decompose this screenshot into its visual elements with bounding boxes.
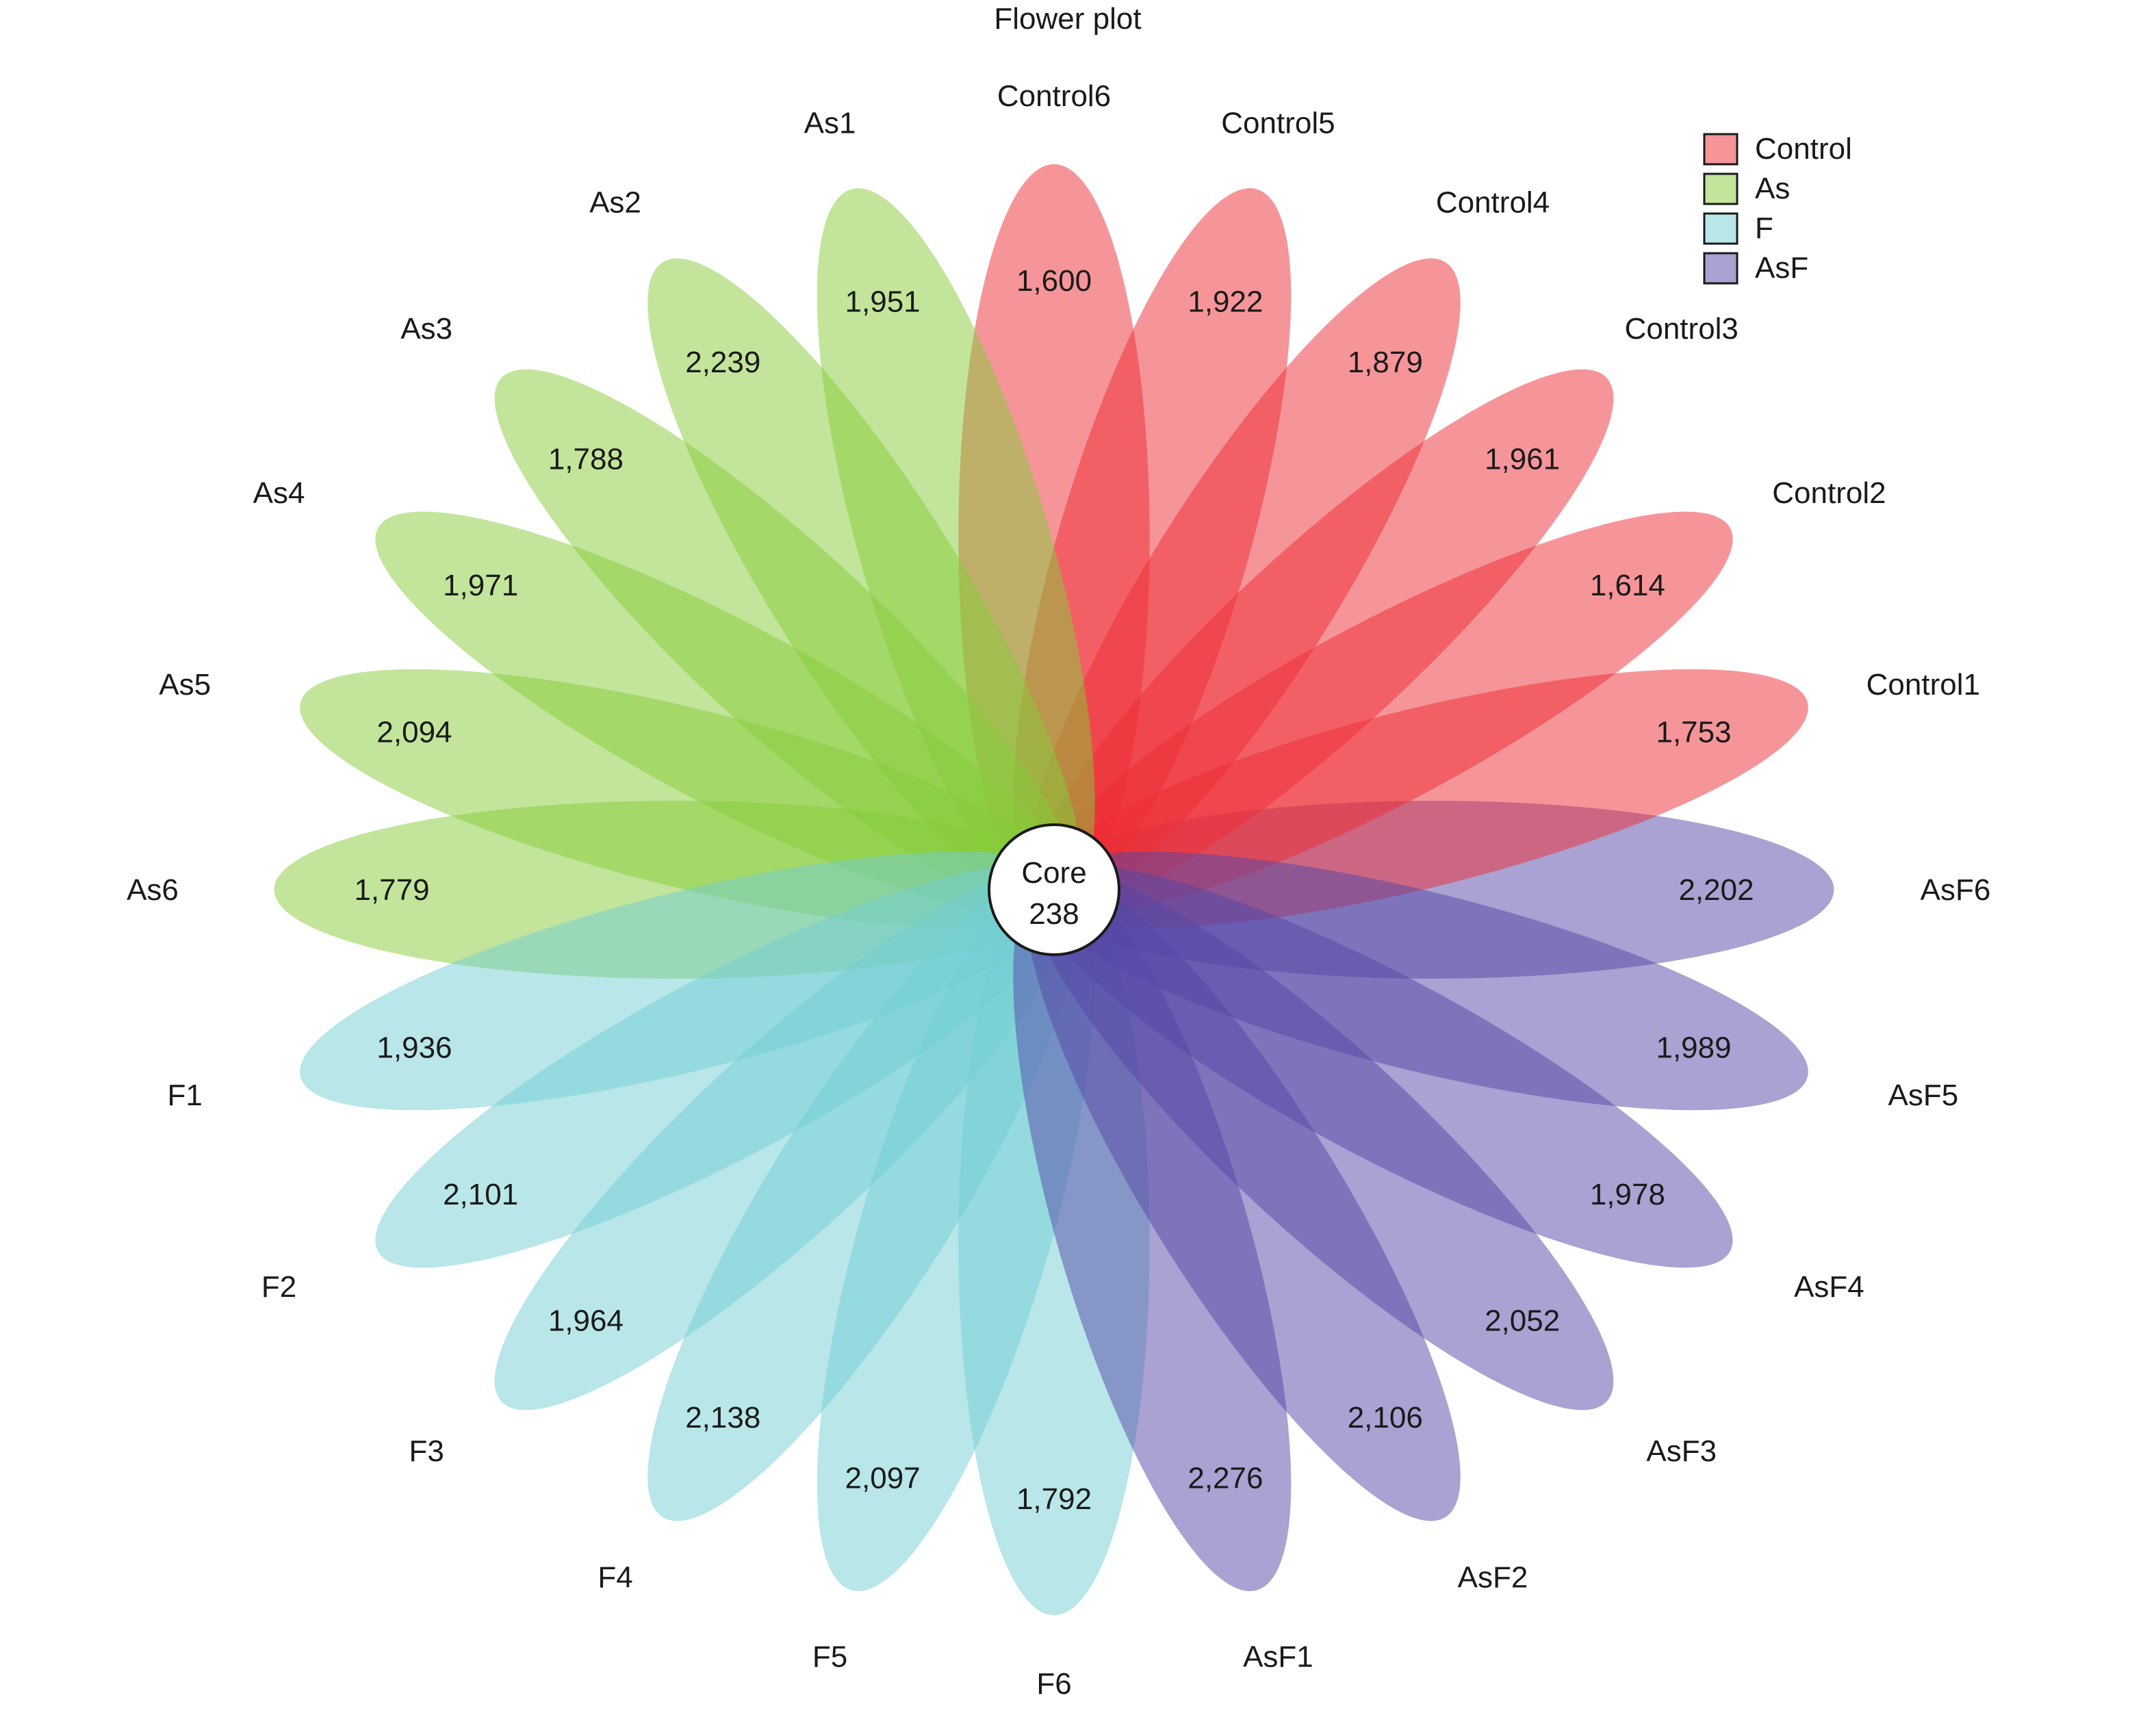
petal-name: AsF3 (1646, 1434, 1717, 1468)
petal-name: AsF2 (1458, 1561, 1528, 1595)
petal-name: F2 (261, 1270, 296, 1304)
petal-name: Control5 (1221, 107, 1335, 140)
petal-name: As1 (804, 107, 856, 140)
petal-value: 2,094 (376, 716, 452, 749)
petal-value: 2,239 (685, 346, 760, 379)
petal-value: 1,989 (1656, 1031, 1731, 1064)
chart-title: Flower plot (994, 2, 1141, 36)
petal-name: Control4 (1436, 185, 1550, 219)
petal-name: As3 (400, 312, 452, 346)
petal-value: 1,961 (1485, 443, 1560, 476)
petal-name: Control3 (1625, 312, 1738, 346)
core-circle: Core 238 (988, 823, 1120, 956)
legend-swatch-asf (1703, 252, 1738, 285)
core-value: 238 (1029, 897, 1079, 931)
petal-name: F4 (598, 1561, 632, 1595)
petal-value: 2,101 (443, 1178, 518, 1211)
petal-name: AsF6 (1921, 873, 1991, 907)
core-label: Core (1021, 856, 1086, 890)
petal-value: 1,753 (1656, 716, 1731, 749)
petal-value: 2,276 (1188, 1462, 1263, 1495)
petal-name: F1 (167, 1079, 202, 1112)
petal-name: Control1 (1866, 668, 1980, 701)
petal-value: 1,879 (1348, 346, 1423, 379)
petal-name: AsF5 (1888, 1079, 1958, 1112)
petal-value: 2,097 (845, 1462, 921, 1495)
petal-value: 2,138 (685, 1401, 760, 1434)
petal-value: 1,600 (1016, 264, 1092, 298)
petal-value: 1,922 (1188, 285, 1263, 318)
petal-value: 1,792 (1016, 1482, 1092, 1516)
petal-value: 2,052 (1485, 1304, 1560, 1337)
petal-asf5 (1031, 851, 1808, 1111)
petal-name: As6 (127, 873, 179, 907)
legend-label: AsF (1755, 251, 1808, 285)
legend-label: As (1755, 172, 1790, 205)
petal-value: 1,936 (376, 1031, 452, 1064)
legend-swatch-control (1703, 133, 1738, 166)
petal-name: AsF4 (1794, 1270, 1864, 1304)
legend-label: Control (1755, 132, 1852, 166)
petal-name: F6 (1036, 1667, 1071, 1701)
petal-name: As2 (589, 185, 641, 219)
petal-name: As4 (253, 476, 305, 510)
petal-value: 2,106 (1348, 1401, 1423, 1434)
petal-value: 1,971 (443, 569, 518, 602)
petal-name: Control2 (1772, 476, 1886, 510)
petals (274, 164, 1834, 1615)
legend-swatch-f (1703, 212, 1738, 245)
petal-name: F5 (812, 1640, 847, 1673)
legend-label: F (1755, 211, 1773, 245)
petal-value: 1,779 (354, 873, 429, 907)
petal-value: 2,202 (1678, 873, 1754, 907)
petal-value: 1,978 (1590, 1178, 1665, 1211)
petal-name: F3 (409, 1434, 444, 1468)
petal-value: 1,964 (548, 1304, 624, 1337)
petal-name: Control6 (997, 79, 1111, 113)
petal-name: AsF1 (1243, 1640, 1313, 1673)
petal-value: 1,614 (1590, 569, 1665, 602)
petal-value: 1,951 (845, 285, 921, 318)
petal-value: 1,788 (548, 443, 624, 476)
legend-swatch-as (1703, 172, 1738, 205)
petal-name: As5 (159, 668, 211, 701)
